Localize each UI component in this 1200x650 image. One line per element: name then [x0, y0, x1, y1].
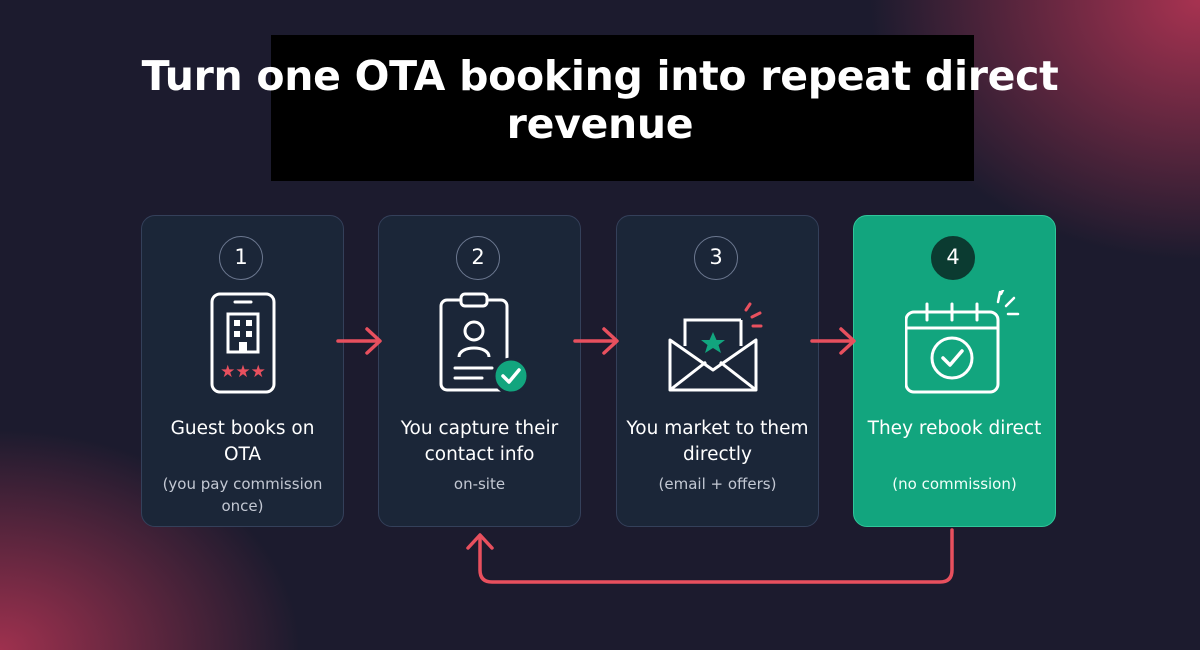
title-highlight-box — [271, 35, 974, 181]
envelope-star-icon — [668, 302, 763, 392]
step-card-4: 4 They rebook direct (no commission) — [853, 215, 1056, 527]
phone-hotel-icon: ★★★ — [210, 292, 276, 394]
page-title: Turn one OTA booking into repeat direct … — [141, 52, 1059, 148]
svg-text:★★★: ★★★ — [220, 362, 266, 382]
step-heading-3: You market to them directly — [626, 418, 809, 465]
step-card-2: 2 You capture their contact info on-site — [378, 215, 581, 527]
step-number-4: 4 — [931, 236, 975, 280]
step-number-3: 3 — [694, 236, 738, 280]
step-heading-2: You capture their contact info — [400, 418, 559, 465]
step-number-2: 2 — [456, 236, 500, 280]
step-number-1: 1 — [219, 236, 263, 280]
sparkle-lines-icon — [996, 290, 1020, 316]
step-sub-3: (email + offers) — [658, 475, 777, 493]
step-sub-1: (you pay commission once) — [162, 475, 323, 515]
step-card-3: 3 You market to them directly (email + o… — [616, 215, 819, 527]
step-sub-2: on-site — [453, 475, 506, 493]
clipboard-contact-icon — [439, 292, 530, 395]
step-card-1: 1 ★★★ Guest books on OTA (you pay commis… — [141, 215, 344, 527]
step-heading-4: They rebook direct — [867, 418, 1042, 439]
calendar-check-icon — [905, 290, 1005, 394]
step-sub-4: (no commission) — [892, 475, 1017, 493]
step-heading-1: Guest books on OTA — [170, 418, 315, 465]
